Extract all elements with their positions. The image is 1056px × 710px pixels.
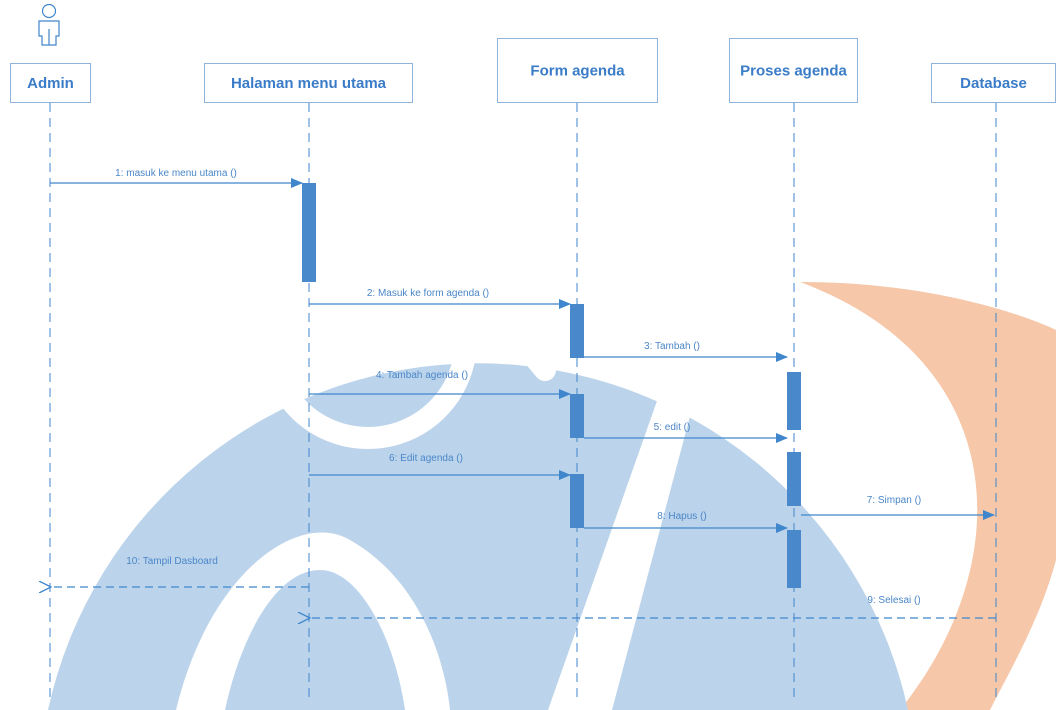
lifeline-title: Admin: [27, 75, 74, 92]
lifeline-title: Halaman menu utama: [231, 75, 387, 92]
watermark-logo: [48, 180, 1056, 710]
activation-bar: [302, 183, 316, 282]
lifeline-db: Database: [931, 63, 1056, 698]
message-label: 3: Tambah (): [644, 341, 700, 352]
lifeline-title: Proses agenda: [740, 63, 847, 80]
lifeline-header-box[interactable]: [729, 38, 858, 103]
lifeline-form: Form agenda: [497, 38, 658, 698]
lifeline-header-box[interactable]: [204, 63, 413, 103]
watermark-ring: [259, 231, 477, 449]
message-label: 10: Tampil Dasboard: [126, 556, 218, 567]
message-7[interactable]: 7: Simpan (): [801, 495, 995, 520]
watermark-blue-disc: [48, 363, 908, 710]
watermark-inner-arch: [176, 532, 450, 710]
lifeline-menu: Halaman menu utama: [204, 63, 413, 698]
activation-bar: [787, 530, 801, 588]
message-1[interactable]: 1: masuk ke menu utama (): [50, 168, 303, 188]
message-label: 9: Selesai (): [867, 595, 920, 606]
message-label: 4: Tambah agenda (): [376, 370, 468, 381]
user-stick-figure-icon: [38, 3, 60, 46]
watermark-stroke: [548, 228, 740, 710]
activation-bar: [787, 372, 801, 430]
message-5[interactable]: 5: edit (): [584, 422, 788, 443]
message-10[interactable]: 10: Tampil Dasboard: [51, 556, 309, 587]
activation-bar: [570, 304, 584, 358]
message-2[interactable]: 2: Masuk ke form agenda (): [309, 288, 571, 309]
message-label: 6: Edit agenda (): [389, 453, 463, 464]
watermark-tassel: [459, 269, 556, 381]
message-4[interactable]: 4: Tambah agenda (): [309, 370, 571, 399]
message-label: 7: Simpan (): [867, 495, 921, 506]
lifeline-admin: Admin: [10, 63, 91, 698]
lifeline-proses: Proses agenda: [729, 38, 858, 698]
lifeline-title: Database: [960, 75, 1027, 92]
lifeline-header-box[interactable]: [10, 63, 91, 103]
message-6[interactable]: 6: Edit agenda (): [309, 453, 571, 480]
activation-bar: [570, 394, 584, 438]
activation-bar: [570, 474, 584, 528]
message-8[interactable]: 8: Hapus (): [584, 511, 788, 533]
watermark-cap: [200, 180, 545, 372]
lifeline-header-box[interactable]: [931, 63, 1056, 103]
lifeline-title: Form agenda: [530, 63, 625, 80]
message-label: 8: Hapus (): [657, 511, 706, 522]
lifeline-header-box[interactable]: [497, 38, 658, 103]
watermark-orange-arc: [800, 282, 1056, 710]
message-3[interactable]: 3: Tambah (): [584, 341, 788, 362]
message-label: 5: edit (): [654, 422, 691, 433]
activation-bar: [787, 452, 801, 506]
message-9[interactable]: 9: Selesai (): [310, 595, 996, 618]
message-label: 1: masuk ke menu utama (): [115, 168, 237, 179]
message-label: 2: Masuk ke form agenda (): [367, 288, 489, 299]
